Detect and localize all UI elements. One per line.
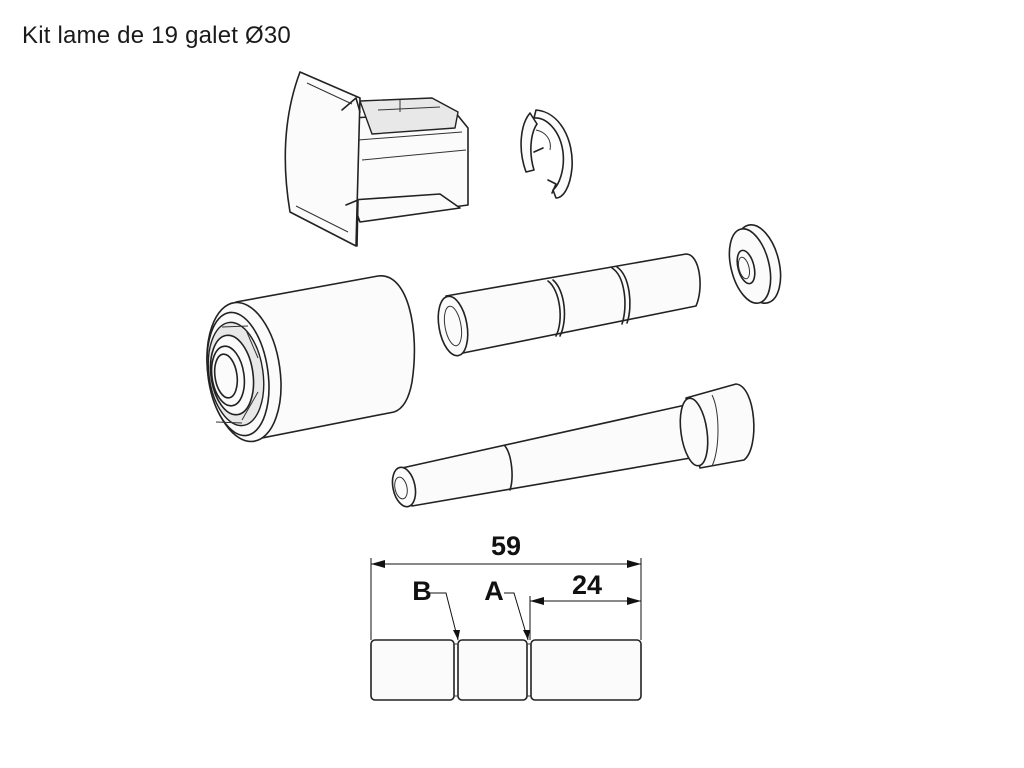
end-cap-part — [284, 71, 469, 247]
slat-segment-right — [530, 639, 642, 701]
overall-dimension-label: 59 — [491, 531, 521, 561]
spacer-tube-part — [437, 253, 701, 357]
circlip-part — [520, 109, 573, 199]
segment-dimension-label: 24 — [572, 570, 602, 600]
roller-part — [206, 275, 416, 443]
dimension-drawing: 59 24 B A — [370, 531, 642, 701]
axle-bolt-part — [391, 383, 755, 508]
diagram-title: Kit lame de 19 galet Ø30 — [22, 22, 291, 49]
label-b: B — [412, 576, 432, 606]
washer-part — [728, 224, 782, 304]
slat-segment-left — [370, 639, 455, 701]
label-a: A — [484, 576, 504, 606]
slat-segment-middle — [457, 639, 528, 701]
